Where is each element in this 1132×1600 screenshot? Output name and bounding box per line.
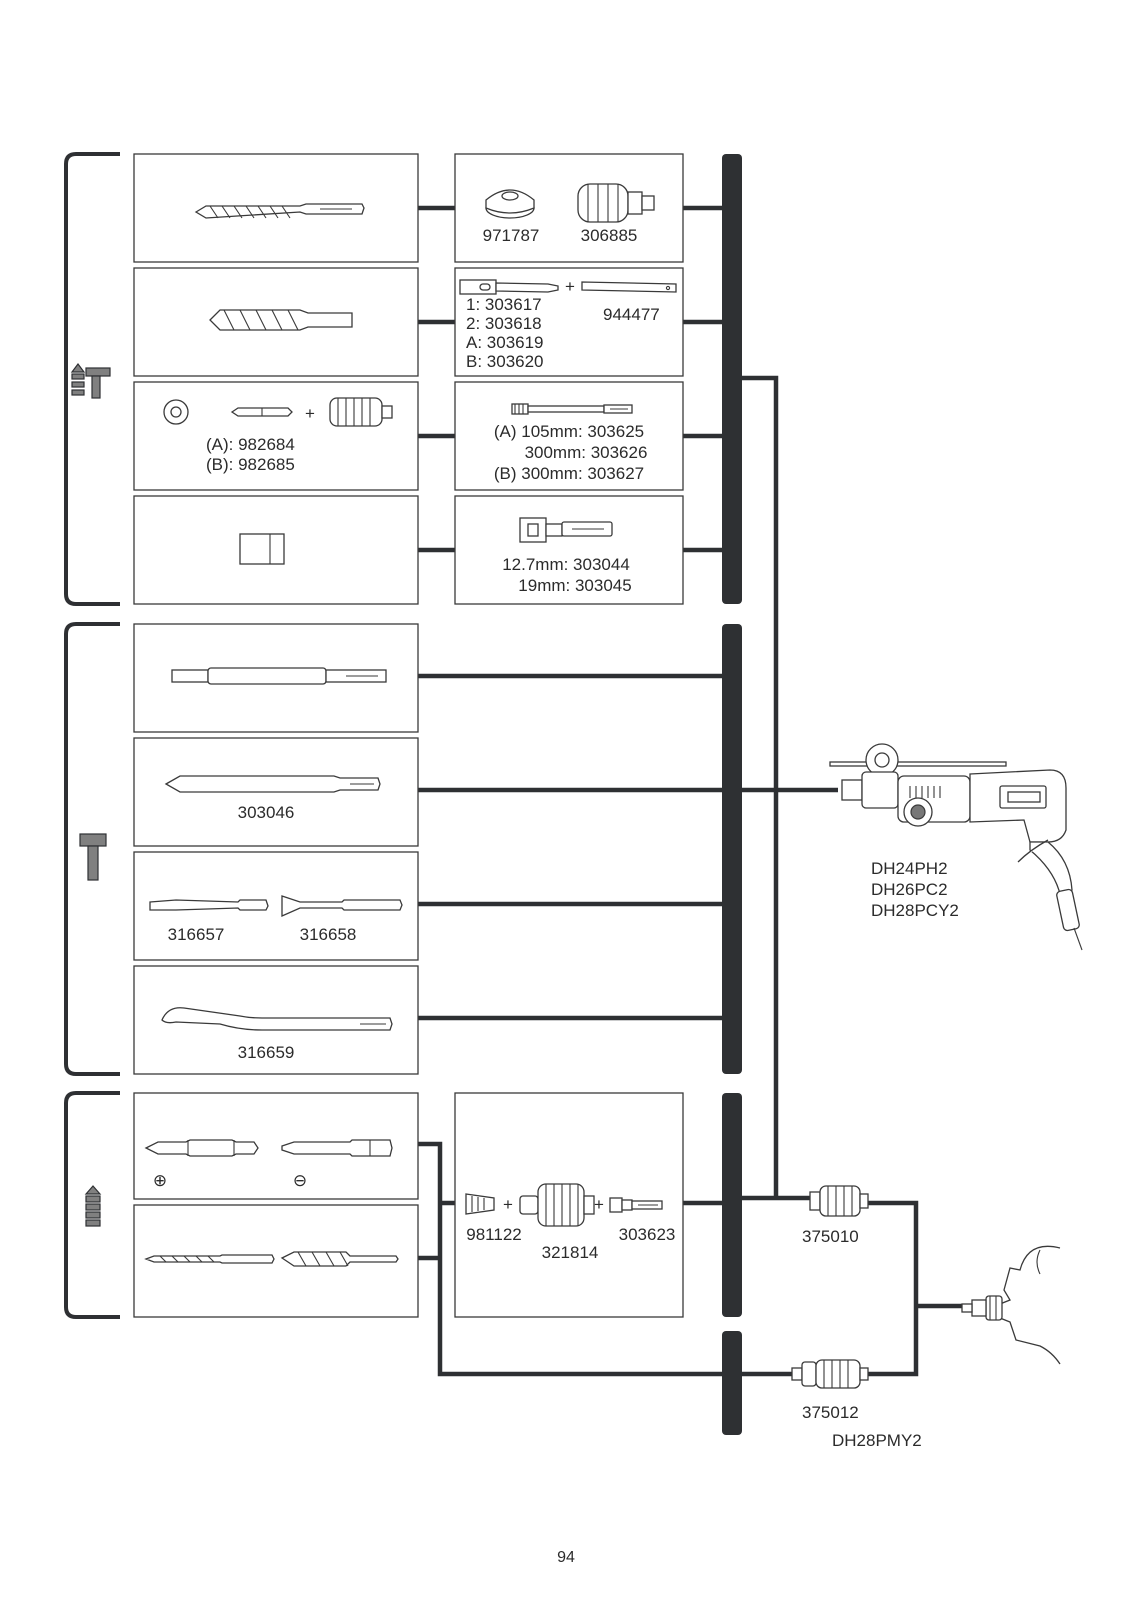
- flat-chisel-code: 316657: [168, 925, 225, 944]
- large-bit-icon: [209, 309, 353, 331]
- chuck-adapter-code: 303623: [619, 1225, 676, 1244]
- dust-collector-code: 306885: [581, 226, 638, 245]
- rotary-hammer-machine-icon: [829, 743, 1083, 951]
- second-model: DH28PMY2: [832, 1431, 922, 1450]
- drill-bracket: [64, 1091, 120, 1319]
- dust-cup-code: 971787: [483, 226, 540, 245]
- twist-drill-bit-icon: [144, 1254, 275, 1264]
- hammer-mode-icon: [79, 833, 107, 881]
- chuck-plus-1: +: [503, 1195, 513, 1214]
- dust-collector-icon: [577, 183, 655, 223]
- chuck-plus-2: +: [594, 1195, 604, 1214]
- drill-bar: [722, 1093, 742, 1317]
- extension-shaft-icon: [171, 667, 387, 685]
- chuck-screw-icon: [465, 1193, 495, 1215]
- drill-bar-lower: [722, 1331, 742, 1435]
- gouge-chisel-icon: [161, 1007, 393, 1031]
- cotter-icon: [581, 281, 677, 293]
- flat-chisel-icon: [149, 899, 269, 911]
- taper-code-b: B: 303620: [466, 352, 544, 371]
- slotted-bit-icon: [281, 1139, 393, 1157]
- core-bit-assembly-icon: [163, 397, 393, 427]
- drill-mode-icon: [84, 1185, 102, 1227]
- phillips-bit-icon: [144, 1139, 259, 1157]
- rotary-hammer-front-icon: [961, 1245, 1061, 1365]
- core-shank-code-b: (B) 300mm: 303627: [494, 464, 644, 483]
- taper-plus: +: [565, 277, 575, 296]
- drill-chuck-code: 321814: [542, 1243, 599, 1262]
- main-model-3: DH28PCY2: [871, 901, 959, 920]
- drill-chuck-icon: [519, 1183, 595, 1227]
- main-model-2: DH26PC2: [871, 880, 948, 899]
- taper-code-2: 2: 303618: [466, 314, 542, 333]
- phillips-symbol: ⊕: [153, 1171, 167, 1190]
- hammer-bracket: [64, 622, 120, 1076]
- pointed-chisel-code: 303046: [238, 803, 295, 822]
- page-number: 94: [557, 1549, 575, 1566]
- socket-adapter-icon: [519, 517, 613, 543]
- rotary-hammer-bracket: [64, 152, 120, 606]
- keyless-chuck-375012-icon: [791, 1359, 869, 1389]
- taper-code-1: 1: 303617: [466, 295, 542, 314]
- rotary-hammer-mode-icon: [70, 363, 111, 399]
- chuck-375010-code: 375010: [802, 1227, 859, 1246]
- wide-chisel-icon: [281, 895, 403, 918]
- chuck-adapter-icon: [609, 1197, 663, 1213]
- box-core-shank: [454, 381, 684, 491]
- sds-drill-bit-icon: [194, 203, 365, 219]
- taper-adapter-icon: [459, 279, 559, 295]
- cotter-code: 944477: [603, 305, 660, 324]
- gouge-chisel-code: 316659: [238, 1043, 295, 1062]
- hammer-bar: [722, 624, 742, 1074]
- taper-code-a: A: 303619: [466, 333, 544, 352]
- core-shank-code-a300: 300mm: 303626: [525, 443, 648, 462]
- core-bit-plus: +: [305, 404, 315, 423]
- dust-cup-icon: [485, 189, 535, 219]
- core-bit-code-b: (B): 982685: [206, 455, 295, 474]
- core-shank-icon: [511, 403, 633, 415]
- box-socket-adapter: [454, 495, 684, 605]
- rotary-hammer-bar: [722, 154, 742, 604]
- core-shank-code-a: (A) 105mm: 303625: [494, 422, 644, 441]
- core-bit-code-a: (A): 982684: [206, 435, 295, 454]
- keyless-chuck-375010-icon: [809, 1185, 869, 1217]
- connector-lines: [418, 205, 962, 1377]
- chuck-screw-code: 981122: [466, 1225, 521, 1244]
- pointed-chisel-icon: [164, 775, 381, 793]
- socket-adapter-code-19: 19mm: 303045: [518, 576, 631, 595]
- socket-icon: [239, 533, 285, 565]
- slotted-symbol: ⊖: [293, 1171, 307, 1190]
- wood-auger-bit-icon: [280, 1251, 399, 1267]
- chuck-375012-code: 375012: [802, 1403, 859, 1422]
- wide-chisel-code: 316658: [300, 925, 357, 944]
- main-model-1: DH24PH2: [871, 859, 948, 878]
- socket-adapter-code-127: 12.7mm: 303044: [502, 555, 630, 574]
